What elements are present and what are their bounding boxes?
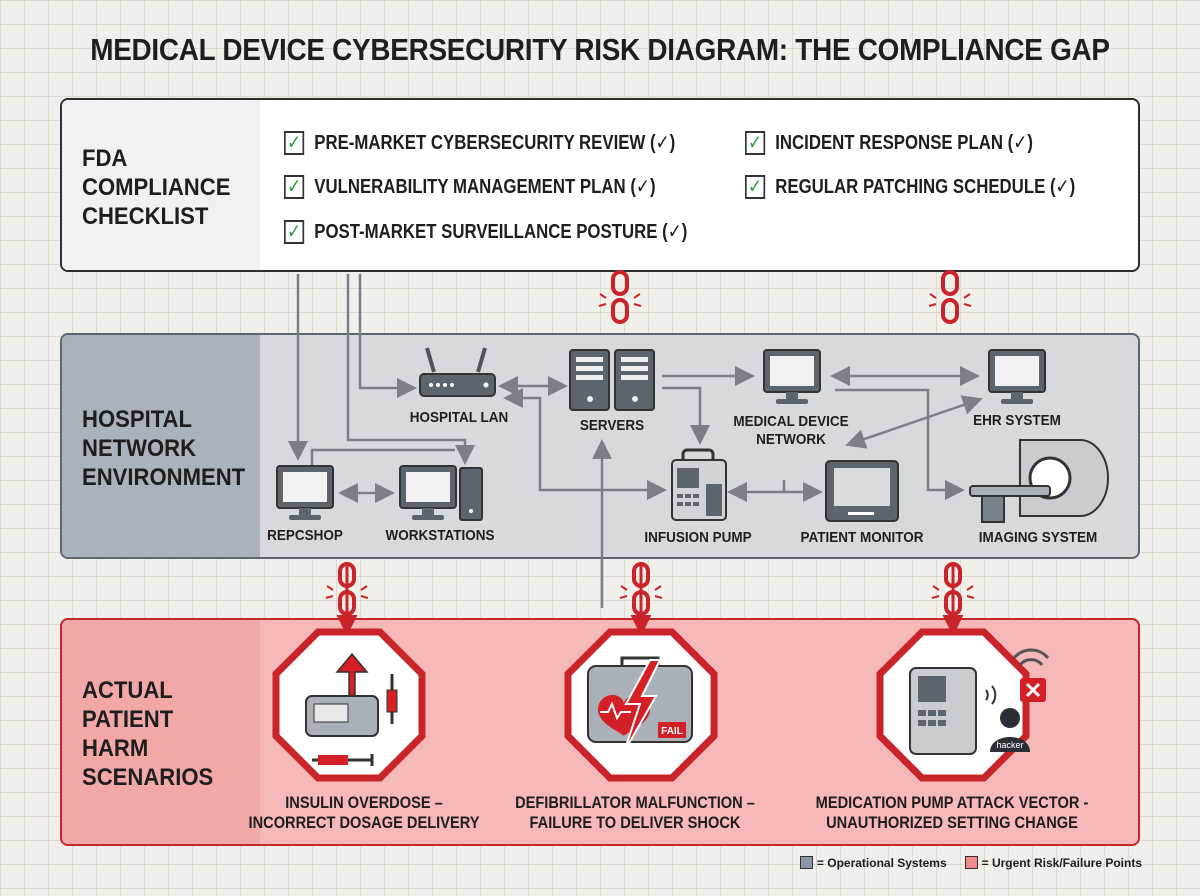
harm-title: Actual Patient Harm Scenarios bbox=[82, 677, 214, 791]
broken-chain-icon bbox=[599, 272, 641, 322]
patient-monitor-label: Patient Monitor bbox=[800, 529, 924, 546]
checklist-item: ✓Regular Patching Schedule (✓) bbox=[745, 174, 1075, 199]
patient-monitor-icon bbox=[825, 460, 899, 522]
warning-octagon-pump-attack: hacker bbox=[876, 628, 1050, 782]
operational-swatch bbox=[799, 856, 813, 869]
checkbox-checked-icon: ✓ bbox=[284, 174, 305, 199]
workstations-label: Workstations bbox=[385, 527, 495, 544]
medical-device-network-monitor-icon bbox=[763, 349, 821, 405]
legend-risk: = Urgent Risk/Failure Points bbox=[964, 856, 1142, 870]
imaging-system-icon bbox=[969, 439, 1109, 523]
ehr-system-label: EHR System bbox=[973, 412, 1061, 429]
checklist-item: ✓Incident Response Plan (✓) bbox=[745, 130, 1033, 155]
servers-icon bbox=[569, 349, 655, 411]
checklist-panel: FDA Compliance Checklist bbox=[60, 98, 1140, 272]
legend-operational: = Operational Systems bbox=[799, 856, 947, 870]
checkbox-checked-icon: ✓ bbox=[745, 174, 766, 199]
hacker-label: hacker bbox=[996, 740, 1023, 750]
checklist-item: ✓Vulnerability Management Plan (✓) bbox=[284, 174, 656, 199]
servers-label: Servers bbox=[579, 417, 645, 434]
imaging-system-label: Imaging System bbox=[978, 529, 1098, 546]
harm-scenario-label: Defibrillator Malfunction –Failure to De… bbox=[515, 793, 755, 832]
checklist-title: FDA Compliance Checklist bbox=[82, 145, 231, 230]
fail-badge: FAIL bbox=[661, 726, 683, 737]
page-title: Medical Device Cybersecurity Risk Diagra… bbox=[90, 32, 1110, 67]
broken-chain-icon bbox=[929, 272, 971, 322]
harm-scenario-label: Medication Pump Attack Vector -Unauthori… bbox=[815, 793, 1089, 832]
network-title: Hospital Network Environment bbox=[82, 406, 246, 491]
checkbox-checked-icon: ✓ bbox=[284, 219, 305, 244]
workstation-tower-icon bbox=[459, 467, 483, 521]
medical-device-network-label: Medical DeviceNetwork bbox=[733, 413, 849, 448]
checkbox-checked-icon: ✓ bbox=[745, 130, 766, 155]
legend: = Operational Systems = Urgent Risk/Fail… bbox=[799, 856, 1142, 870]
workstation-monitor-icon bbox=[399, 465, 457, 521]
risk-swatch bbox=[964, 856, 978, 869]
warning-octagon-defibrillator: FAIL bbox=[564, 628, 718, 782]
checkbox-checked-icon: ✓ bbox=[284, 130, 305, 155]
infusion-pump-label: Infusion Pump bbox=[644, 529, 752, 546]
risk-arrows bbox=[336, 562, 964, 636]
checklist-item: ✓Post-Market Surveillance Posture (✓) bbox=[284, 219, 687, 244]
hospital-lan-label: Hospital LAN bbox=[409, 409, 509, 426]
ehr-monitor-icon bbox=[988, 349, 1046, 405]
checklist-item: ✓Pre-Market Cybersecurity Review (✓) bbox=[284, 130, 675, 155]
warning-octagon-insulin bbox=[272, 628, 426, 782]
router-icon bbox=[419, 347, 496, 397]
infusion-pump-icon bbox=[671, 448, 727, 521]
repcshop-monitor-icon bbox=[276, 465, 334, 521]
repcshop-label: Repcshop bbox=[267, 527, 343, 544]
harm-scenario-label: Insulin Overdose –Incorrect Dosage Deliv… bbox=[248, 793, 480, 832]
